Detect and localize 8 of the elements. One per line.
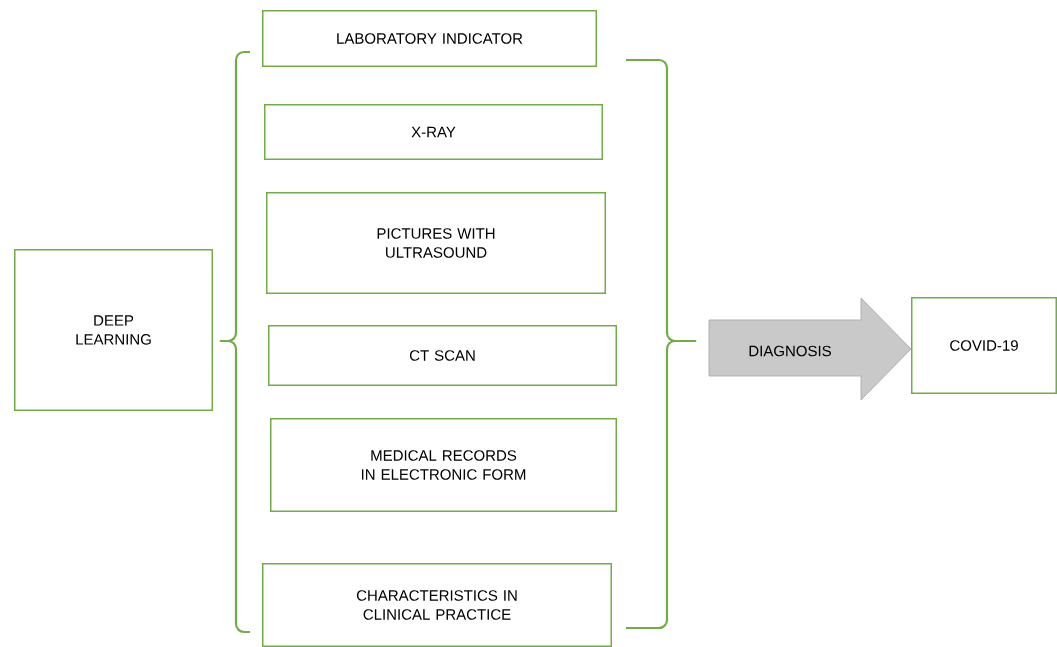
- text-box: LABORATORY INDICATOR: [262, 10, 597, 67]
- text-box: PICTURES WITH ULTRASOUND: [266, 192, 606, 294]
- text-box: CT SCAN: [268, 325, 617, 386]
- text-box: MEDICAL RECORDS IN ELECTRONIC FORM: [270, 418, 617, 512]
- text-box: COVID-19: [911, 297, 1057, 394]
- text-box: CHARACTERISTICS IN CLINICAL PRACTICE: [262, 563, 612, 647]
- text-box: DEEP LEARNING: [14, 249, 213, 411]
- text-box: X-RAY: [264, 104, 603, 160]
